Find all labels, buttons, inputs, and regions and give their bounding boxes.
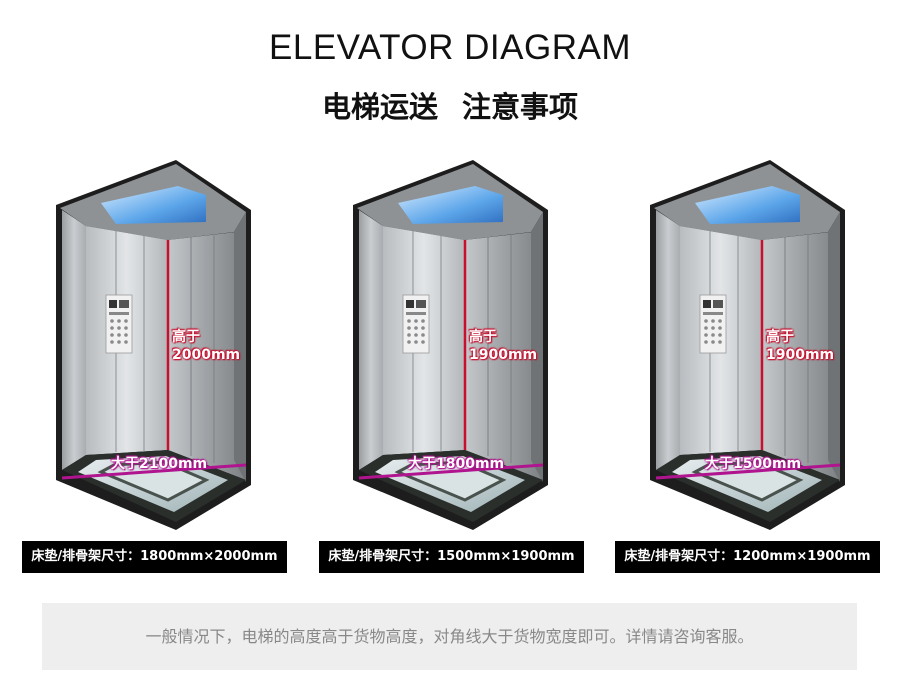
diagonal-label: 大于1800mm <box>408 456 505 472</box>
elevator-3: 高于 1900mm 大于1500mm <box>648 158 850 532</box>
height-label-value: 2000mm <box>172 347 241 363</box>
size-caption-2: 床垫/排骨架尺寸：1500mm×1900mm <box>319 541 584 573</box>
height-label-prefix: 高于 <box>469 329 497 345</box>
elevator-1: 高于 2000mm 大于2100mm <box>54 158 256 532</box>
footer-note: 一般情况下，电梯的高度高于货物高度，对角线大于货物宽度即可。详情请咨询客服。 <box>42 603 857 670</box>
diagonal-label: 大于1500mm <box>705 456 802 472</box>
size-caption-1: 床垫/排骨架尺寸：1800mm×2000mm <box>22 541 287 573</box>
page-title: ELEVATOR DIAGRAM <box>269 28 631 67</box>
height-label-value: 1900mm <box>766 347 835 363</box>
size-caption-3: 床垫/排骨架尺寸：1200mm×1900mm <box>615 541 880 573</box>
elevator-2: 高于 1900mm 大于1800mm <box>351 158 553 532</box>
height-label-prefix: 高于 <box>766 329 794 345</box>
height-label-prefix: 高于 <box>172 329 200 345</box>
height-label: 高于 1900mm <box>766 328 834 364</box>
height-label: 高于 1900mm <box>469 328 537 364</box>
diagonal-label: 大于2100mm <box>111 456 208 472</box>
page-subtitle: 电梯运送 注意事项 <box>321 90 579 124</box>
height-label: 高于 2000mm <box>172 328 240 364</box>
height-label-value: 1900mm <box>469 347 538 363</box>
